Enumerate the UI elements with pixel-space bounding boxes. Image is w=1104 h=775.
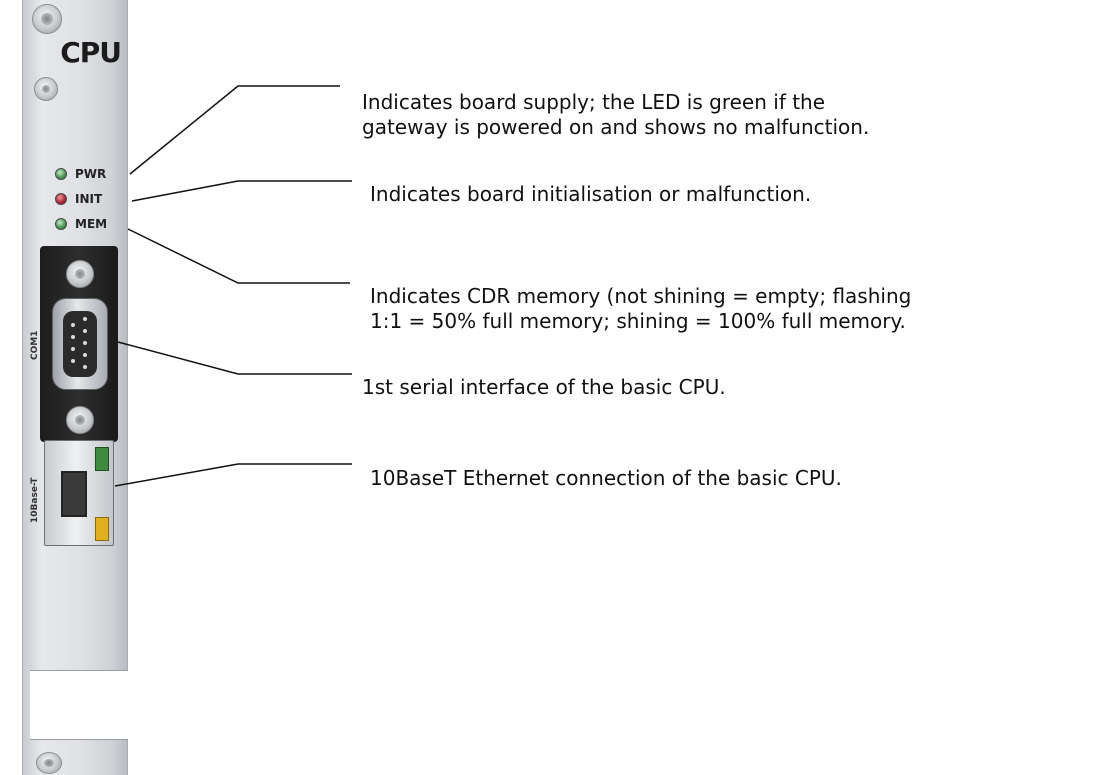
callout-line-pwr [129,85,340,175]
db9-shell [52,298,108,390]
db9-pin [83,317,87,321]
pwr-label: PWR [75,167,107,181]
callout-line-mem [127,228,350,284]
pwr-led-icon [55,168,67,180]
callout-ethernet: 10BaseT Ethernet connection of the basic… [370,466,842,490]
board-title: CPU [60,36,122,69]
callout-line-ethernet [114,463,352,487]
callout-line-com1 [117,341,352,375]
init-label: INIT [75,192,103,206]
db9-pin [71,335,75,339]
link-led-icon [95,447,109,471]
callout-mem-line1: Indicates CDR memory (not shining = empt… [370,284,912,308]
callout-pwr-line2: gateway is powered on and shows no malfu… [362,115,870,139]
db9-top-screw-icon [66,260,94,288]
led-mem: MEM [55,214,107,234]
rj45-socket [61,471,87,517]
label-strip [30,670,128,740]
com1-serial-connector [40,246,118,442]
top-screw-icon [32,4,62,34]
led-pwr: PWR [55,164,106,184]
activity-led-icon [95,517,109,541]
bottom-screw-icon [36,752,62,774]
ethernet-rj45-port [44,440,114,546]
led-init: INIT [55,189,102,209]
db9-pin-field [63,311,97,377]
mem-led-icon [55,218,67,230]
callout-line-init [131,180,352,202]
db9-bottom-screw-icon [66,406,94,434]
db9-pin [83,365,87,369]
mem-label: MEM [75,217,108,231]
init-led-icon [55,193,67,205]
db9-pin [83,353,87,357]
callout-pwr-line1: Indicates board supply; the LED is green… [362,90,826,114]
callout-mem-line2: 1:1 = 50% full memory; shining = 100% fu… [370,309,906,333]
lower-screw-icon [34,77,58,101]
db9-pin [71,323,75,327]
db9-pin [71,347,75,351]
db9-pin [83,341,87,345]
db9-pin [83,329,87,333]
callout-init: Indicates board initialisation or malfun… [370,182,812,206]
callout-com1: 1st serial interface of the basic CPU. [362,375,726,399]
db9-pin [71,359,75,363]
